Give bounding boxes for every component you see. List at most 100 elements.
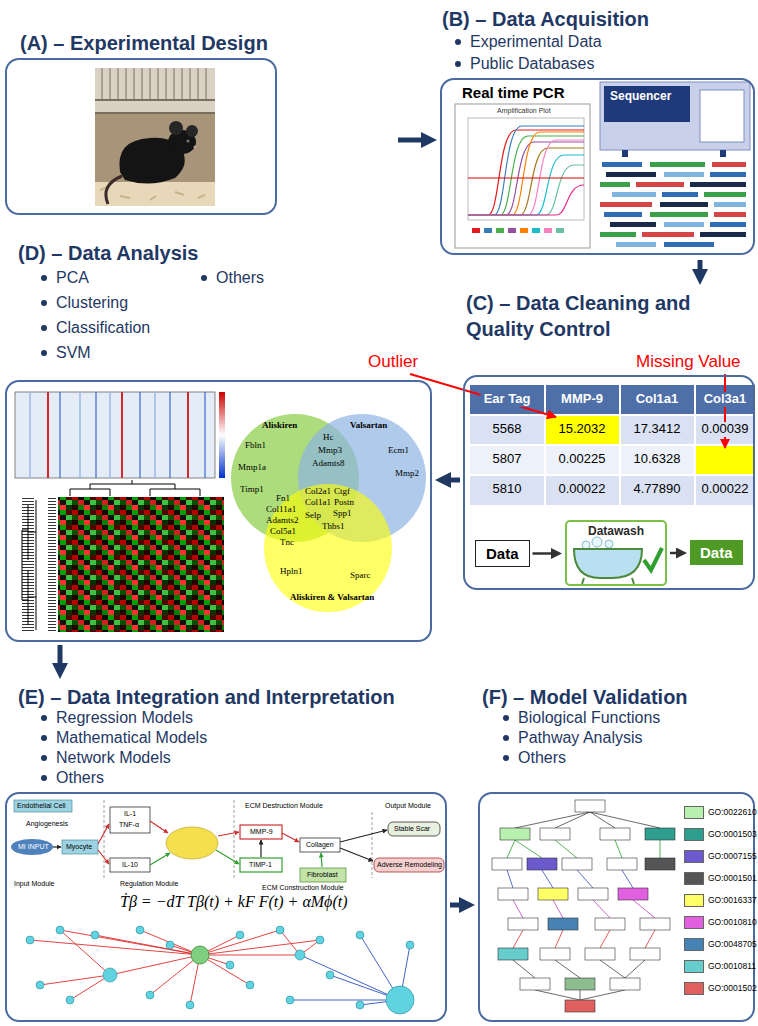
sequencer-device: [600, 82, 750, 157]
process-box: Sequencer: [604, 86, 690, 122]
pcr-plot: [468, 118, 584, 220]
mouse-photo: [95, 182, 215, 206]
go-tree: [492, 858, 522, 870]
module-label: ECM Construction Module: [262, 884, 344, 892]
ecm-model-diagram: [240, 825, 282, 839]
data-table: [470, 385, 755, 415]
legend-text: GO:0010811: [708, 960, 756, 973]
table-cell: 0.00022: [699, 482, 752, 497]
box-label: Data: [486, 545, 519, 562]
legend-swatch: [684, 894, 704, 907]
go-tree: [498, 948, 528, 960]
model-label: Stable Scar: [394, 825, 430, 833]
gene-label: Timp1: [240, 484, 264, 494]
model-label: Endothelial Cell: [17, 802, 66, 810]
pcr-plot: [496, 228, 504, 233]
model-label: IL-10: [122, 861, 138, 869]
data-table: [470, 445, 755, 475]
gene-label: Hc: [323, 432, 334, 442]
network-graph: [56, 926, 64, 934]
gene-label: Hpln1: [280, 566, 303, 576]
pcr-plot: [468, 155, 584, 215]
mouse-photo: [100, 187, 205, 200]
data-table: [470, 415, 755, 445]
table-header: Ear Tag: [481, 392, 534, 407]
heatmap: [48, 392, 188, 478]
bullet-item: Regression Models: [38, 708, 193, 727]
go-tree: [610, 978, 640, 990]
pcr-plot: [472, 228, 480, 233]
network-graph: [326, 971, 334, 979]
module-label: ECM Destruction Module: [245, 802, 323, 810]
pcr-plot: [455, 104, 590, 248]
panel-heading: (E) – Data Integration and Interpretatio…: [18, 684, 395, 710]
ecm-model-diagram: [216, 850, 239, 864]
venn-set-label: Aliskiren: [262, 420, 297, 430]
process-box: Data: [475, 540, 530, 567]
flow-arrow: [450, 903, 465, 908]
bullet-item: Classification: [38, 318, 150, 337]
go-tree: [527, 858, 557, 870]
go-tree: [520, 978, 550, 990]
go-tree: [575, 800, 605, 812]
ecm-model-diagram: [14, 800, 72, 812]
ecm-model-diagram: [218, 832, 239, 836]
heatmap: [58, 497, 224, 632]
network-graph: [406, 941, 414, 949]
network-graph: [186, 1001, 194, 1009]
sequence-reads: [636, 182, 684, 187]
legend-text: GO:0048705: [708, 938, 757, 951]
go-tree: [585, 948, 615, 960]
table-cell: 0.00022: [556, 482, 609, 497]
go-tree: [507, 840, 660, 858]
go-tree: [562, 858, 592, 870]
gene-label: Col5a1: [270, 526, 296, 536]
box-label: Datawash: [571, 524, 661, 538]
bullet-item: Mathematical Models: [38, 728, 207, 747]
gene-label: Thbs1: [322, 521, 345, 531]
network-graph: [300, 955, 400, 1000]
model-label: IL-1: [124, 810, 136, 818]
ecm-model-diagram: [340, 830, 387, 842]
legend-swatch: [684, 806, 704, 819]
go-tree: [513, 960, 645, 1000]
go-tree: [492, 800, 675, 1012]
go-tree: [607, 858, 637, 870]
data-table: [470, 385, 755, 505]
network-graph: [66, 996, 74, 1004]
data-table: [470, 385, 755, 505]
ecm-model-diagram: [53, 846, 61, 847]
network-graph: [136, 926, 144, 934]
sequence-reads: [704, 192, 746, 197]
sequence-reads: [710, 222, 746, 227]
panel-box: (A) – Experimental Design: [5, 28, 395, 217]
venn-diagram: [264, 484, 392, 612]
gene-label: Col11a1: [266, 504, 296, 514]
pcr-plot: [468, 136, 584, 215]
table-cell: 15.2032: [556, 422, 609, 437]
network-graph: [226, 961, 234, 969]
bullet-item: Biological Functions: [500, 708, 660, 727]
pcr-plot: [508, 228, 516, 233]
pcr-plot: [484, 228, 492, 233]
venn-diagram: [231, 414, 426, 612]
legend-text: GO:0010810: [708, 916, 757, 929]
flow-arrow: [445, 478, 460, 483]
process-box: Datawash: [565, 520, 667, 586]
table-cell: 5807: [490, 452, 525, 467]
go-tree: [513, 930, 655, 948]
leader-line: [410, 374, 725, 448]
network-graph: [95, 935, 200, 955]
network-graph: [276, 926, 284, 934]
panel-heading: (B) – Data Acquisition: [442, 6, 649, 32]
go-tree: [507, 870, 633, 888]
table-cell: 0.00225: [556, 452, 609, 467]
bullet-item: Clustering: [38, 293, 128, 312]
network-graph: [36, 981, 44, 989]
model-label: Adverse Remodeling: [377, 861, 442, 869]
go-tree: [538, 888, 568, 900]
gene-label: Spp1: [333, 508, 352, 518]
panel-heading: (A) – Experimental Design: [20, 30, 268, 56]
chart-title: Real time PCR: [462, 84, 565, 101]
